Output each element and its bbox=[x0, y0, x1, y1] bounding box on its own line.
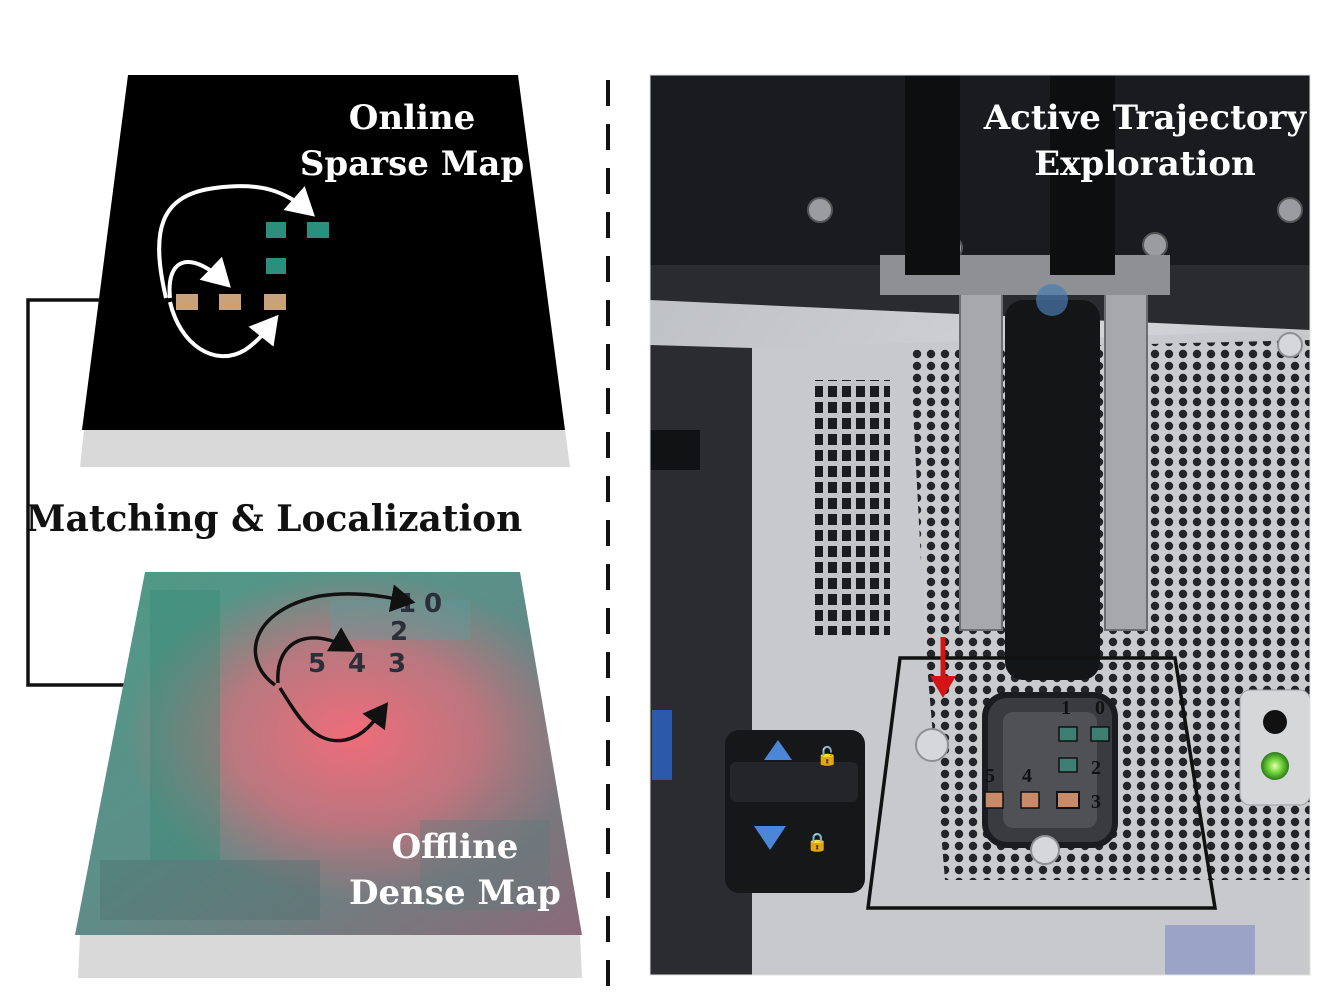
right-title-line-2: Exploration bbox=[1034, 144, 1256, 184]
screw bbox=[1030, 835, 1060, 865]
bolt bbox=[1277, 197, 1303, 223]
trajectory-arrow bbox=[167, 256, 231, 299]
bolt bbox=[807, 197, 833, 223]
sparse-point bbox=[266, 222, 286, 238]
gripper-finger bbox=[959, 259, 1003, 631]
dense-map-title-line-2: Dense Map bbox=[349, 873, 561, 913]
socket-index-1: 1 bbox=[1061, 697, 1071, 719]
socket-cell bbox=[1056, 791, 1080, 809]
robot-insertion-photo: 🔓 🔒 bbox=[649, 74, 1311, 976]
screw bbox=[915, 728, 949, 762]
online-sparse-map: Online Sparse Map bbox=[80, 75, 570, 467]
socket-index-4: 4 bbox=[1022, 765, 1032, 787]
socket-indices: 0 1 2 3 4 5 bbox=[985, 697, 1105, 813]
dense-map-title-line-1: Offline bbox=[392, 827, 519, 867]
dense-index-5: 5 bbox=[308, 649, 326, 679]
status-led-green bbox=[1261, 752, 1289, 780]
socket-cell bbox=[1090, 726, 1110, 742]
bolt bbox=[1142, 232, 1168, 258]
dense-map-shadow bbox=[78, 935, 582, 978]
socket-cell bbox=[1020, 791, 1040, 809]
sparse-map-teal-points bbox=[266, 222, 329, 274]
lock-open-icon: 🔓 bbox=[816, 745, 838, 767]
socket-index-grid bbox=[984, 726, 1110, 809]
sparse-map-title-line-1: Online bbox=[349, 98, 476, 138]
sparse-point bbox=[266, 258, 286, 274]
dense-index-3: 3 bbox=[388, 649, 406, 679]
socket-cell bbox=[1058, 726, 1078, 742]
sparse-point bbox=[307, 222, 329, 238]
dense-trajectory-arrows bbox=[253, 584, 416, 743]
offline-dense-map: 0 1 2 3 4 5 Offline Dense Map bbox=[75, 572, 582, 978]
sparse-trajectory-arrows bbox=[157, 184, 315, 359]
power-plug bbox=[1005, 300, 1100, 680]
dense-index-4: 4 bbox=[348, 649, 366, 679]
insertion-direction-arrow bbox=[930, 637, 956, 698]
power-toggle-switch bbox=[725, 730, 865, 893]
vent-grille bbox=[815, 380, 890, 635]
dense-map-texture bbox=[100, 590, 550, 920]
dense-index-2: 2 bbox=[390, 617, 408, 647]
dense-map-red-region bbox=[75, 572, 582, 935]
dense-index-0: 0 bbox=[424, 589, 442, 619]
sparse-point bbox=[176, 294, 198, 310]
trajectory-arrow bbox=[276, 627, 356, 684]
sparse-point bbox=[219, 294, 241, 310]
trajectory-arrow bbox=[253, 584, 416, 687]
exploration-region-outline bbox=[866, 656, 1218, 910]
socket-index-2: 2 bbox=[1091, 757, 1101, 779]
sparse-map-plane bbox=[82, 75, 565, 430]
dense-index-1: 1 bbox=[398, 589, 416, 619]
gripper-finger bbox=[1104, 259, 1148, 631]
socket-index-5: 5 bbox=[985, 765, 995, 787]
trajectory-arrow bbox=[168, 301, 279, 359]
robot-arm-housing bbox=[650, 75, 1310, 265]
trajectory-arrow bbox=[278, 687, 389, 743]
down-arrow-icon bbox=[754, 826, 786, 850]
right-title-line-1: Active Trajectory bbox=[983, 98, 1308, 138]
socket-cell bbox=[984, 791, 1004, 809]
sparse-point bbox=[264, 294, 286, 310]
sparse-map-title-line-2: Sparse Map bbox=[300, 144, 524, 184]
status-led-dark bbox=[1263, 710, 1287, 734]
screw bbox=[1277, 332, 1303, 358]
socket-index-3: 3 bbox=[1091, 791, 1101, 813]
up-arrow-icon bbox=[764, 740, 792, 760]
sparse-map-shadow bbox=[80, 430, 570, 467]
socket-cell bbox=[1058, 757, 1078, 773]
socket-index-0: 0 bbox=[1095, 697, 1105, 719]
trajectory-arrow bbox=[157, 184, 315, 299]
matching-localization-label: Matching & Localization bbox=[26, 498, 523, 540]
sparse-map-tan-points bbox=[176, 294, 286, 310]
lock-closed-icon: 🔒 bbox=[806, 832, 828, 853]
